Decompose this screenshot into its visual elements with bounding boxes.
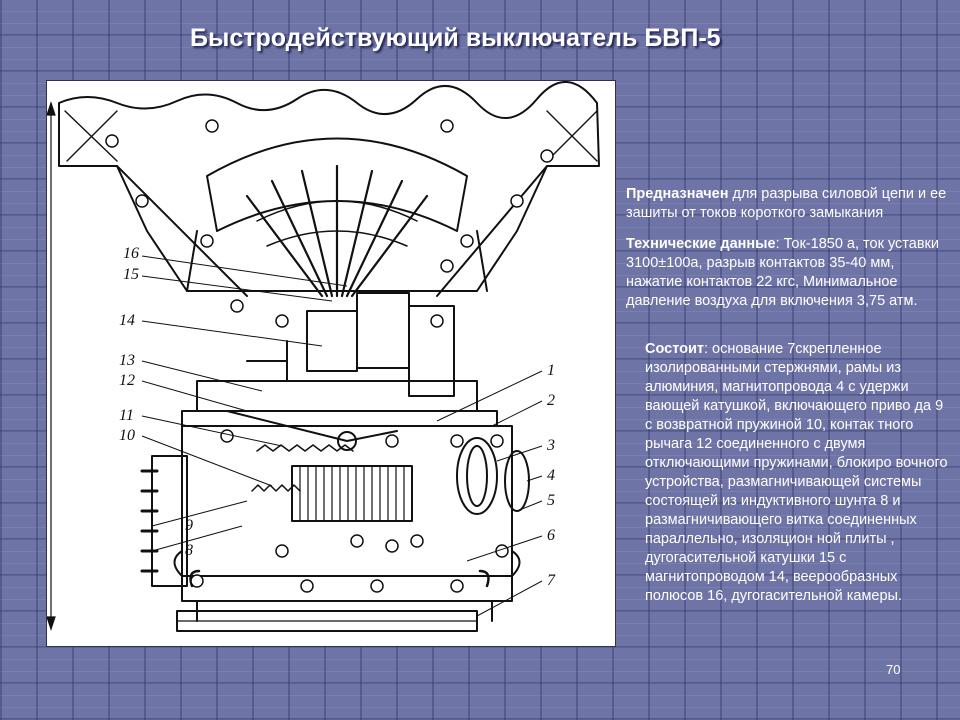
callout-2: 2 (547, 392, 555, 409)
purpose-text: Предназначен для разрыва силовой цепи и … (626, 185, 956, 223)
arc-coil-box (356, 292, 410, 369)
callout-9: 9 (185, 517, 193, 534)
purpose-lead: Предназначен (626, 186, 729, 202)
composition-lead: Состоит (645, 341, 704, 357)
return-spring (251, 484, 301, 492)
slide-title: Быстродействующий выключатель БВП-5 (190, 24, 721, 52)
callout-10: 10 (119, 427, 135, 444)
release-spring (256, 444, 354, 452)
callout-13: 13 (119, 352, 135, 369)
callout-11: 11 (119, 407, 134, 424)
callout-12: 12 (119, 372, 135, 389)
callout-5: 5 (547, 492, 555, 509)
callout-14: 14 (119, 312, 135, 329)
tech-lead: Технические данные (626, 236, 776, 252)
tech-body: : Ток-1850 а, ток уставки 3100±100а, раз… (626, 236, 939, 309)
callout-7: 7 (547, 572, 556, 589)
top-plate (58, 81, 600, 292)
bolts (105, 119, 554, 593)
contact-lever (226, 410, 398, 442)
page-number: 70 (886, 662, 901, 677)
callout-16: 16 (123, 245, 139, 262)
callout-4: 4 (547, 467, 555, 484)
composition-text: Состоит: основание 7скрепленное изолиров… (645, 340, 950, 606)
callout-3: 3 (546, 437, 555, 454)
fan-poles (245, 164, 429, 298)
tech-data-text: Технические данные: Ток-1850 а, ток уста… (626, 235, 946, 311)
callout-8: 8 (185, 542, 193, 559)
arc-chute-hood (206, 137, 468, 232)
technical-drawing: 16 15 14 13 12 11 10 9 8 1 2 3 4 5 6 7 1… (46, 80, 616, 647)
control-panel (151, 455, 188, 587)
purpose-body: для разрыва силовой цепи и ее зашиты от … (626, 186, 947, 221)
dimension: 1227 (47, 101, 56, 631)
callouts-left: 16 15 14 13 12 11 10 9 8 (119, 245, 193, 559)
leader-lines (141, 255, 543, 617)
right-magnet (456, 437, 498, 515)
composition-body: : основание 7скрепленное изолированными … (645, 341, 948, 604)
lower-body (181, 575, 513, 602)
callout-1: 1 (547, 362, 555, 379)
breaker-drawing-svg: 16 15 14 13 12 11 10 9 8 1 2 3 4 5 6 7 1… (47, 81, 600, 632)
callouts-right: 1 2 3 4 5 6 7 (546, 362, 556, 589)
callout-6: 6 (547, 527, 555, 544)
holding-coil (291, 465, 413, 522)
callout-15: 15 (123, 266, 139, 283)
